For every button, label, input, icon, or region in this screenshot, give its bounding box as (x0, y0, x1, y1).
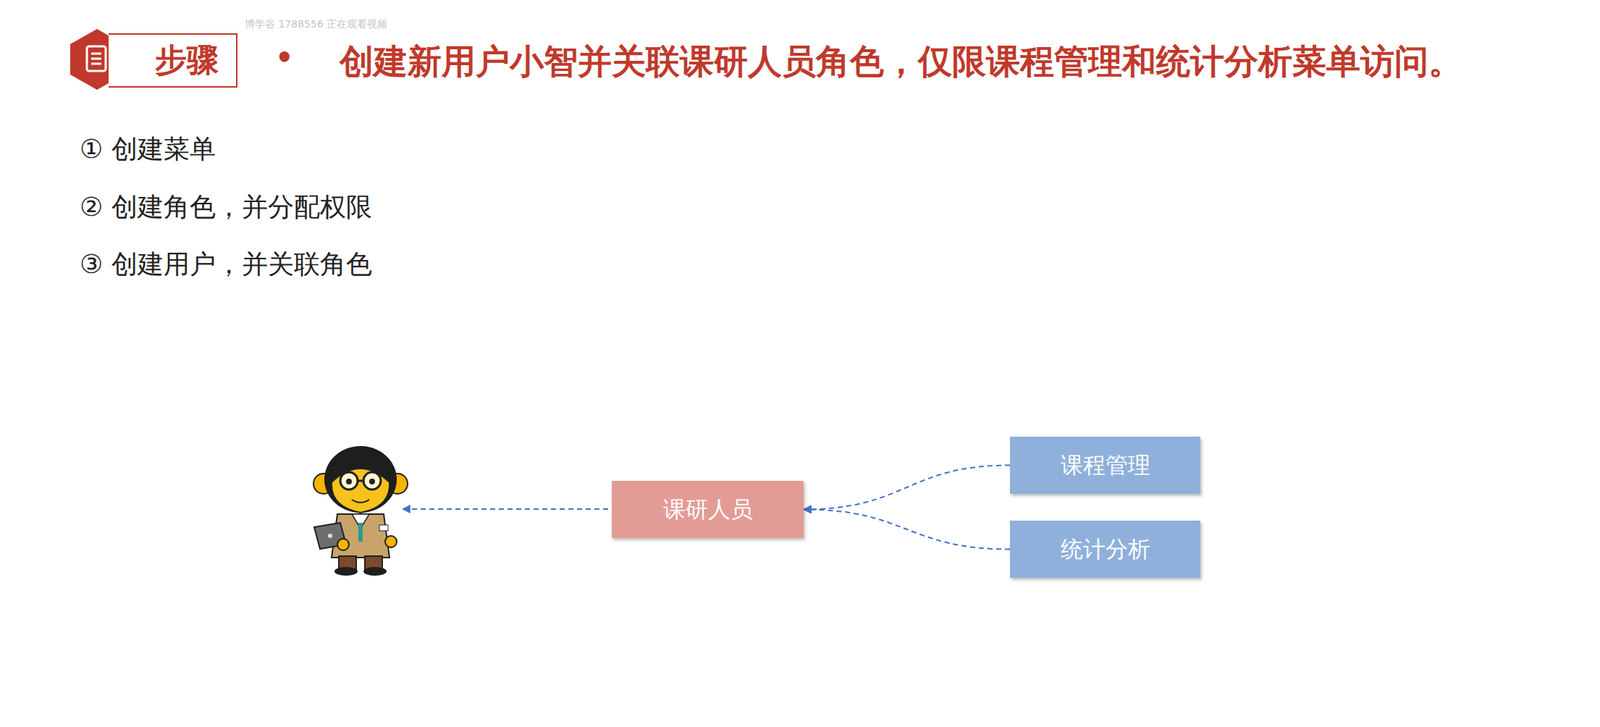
node-text: 统计分析 (1060, 534, 1151, 565)
step-item: ② 创建角色，并分配权限 (79, 189, 373, 226)
step-item: ③ 创建用户，并关联角色 (79, 246, 373, 283)
dashed-connector (803, 509, 1010, 550)
node-text: 步骤 (154, 39, 219, 82)
monkey-character (313, 445, 408, 576)
watermark: 博学谷 1788556 正在观看视频 (244, 18, 388, 32)
role-box: 课研人员 (611, 480, 804, 538)
node-text: 课研人员 (663, 494, 753, 525)
step-header-box: 步骤 (108, 33, 238, 88)
menu-box: 统计分析 (1009, 520, 1201, 578)
dashed-connector (803, 465, 1010, 510)
assign-arrow (402, 508, 609, 510)
menu-box: 课程管理 (1009, 436, 1201, 494)
step-item: ① 创建菜单 (79, 131, 216, 168)
slide-title: 创建新用户小智并关联课研人员角色，仅限课程管理和统计分析菜单访问。 (339, 39, 1463, 85)
bullet: • (275, 40, 294, 74)
node-text: 课程管理 (1060, 450, 1151, 481)
